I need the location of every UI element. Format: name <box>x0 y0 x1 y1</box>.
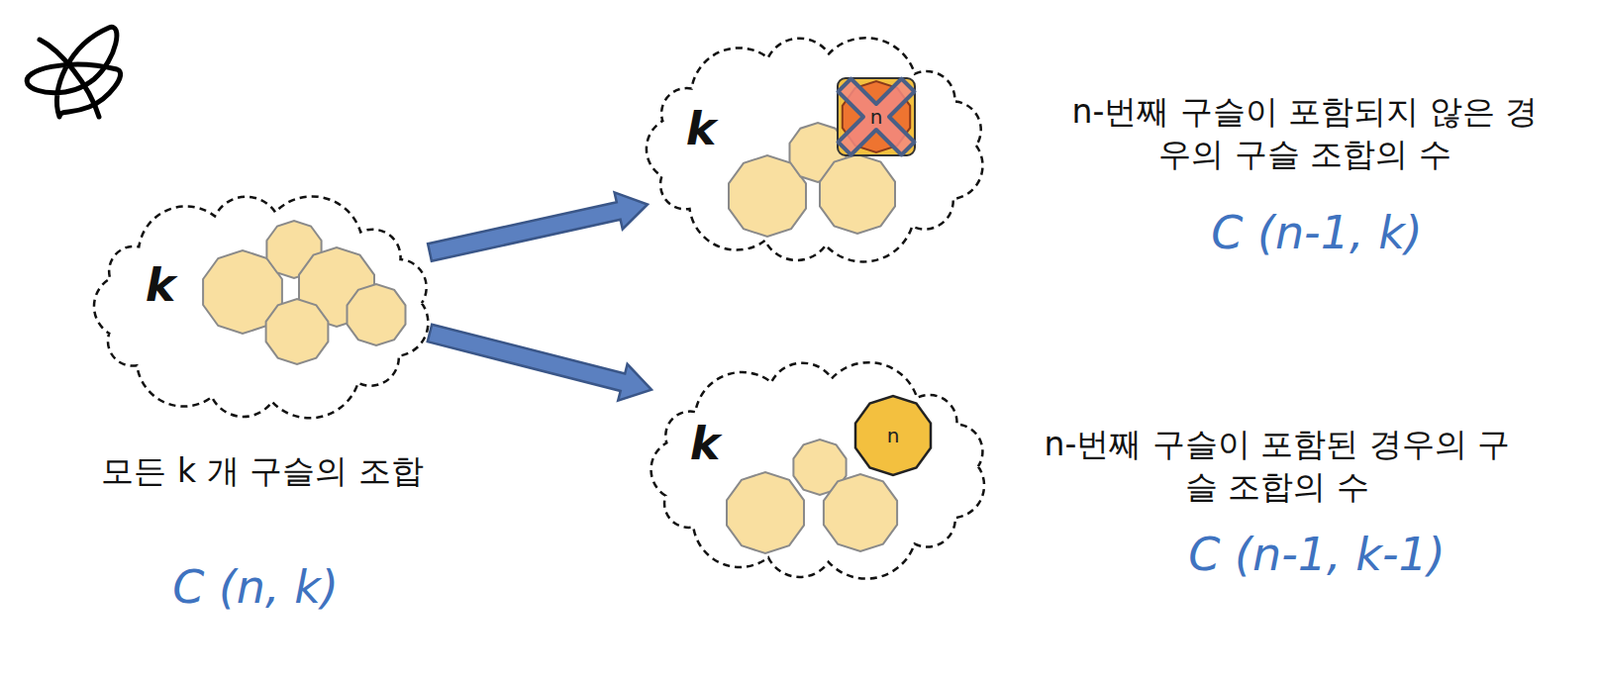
block-arrow <box>427 192 648 261</box>
set-size-label: k <box>686 105 717 152</box>
marble <box>726 472 804 554</box>
marble-node: n <box>834 75 918 159</box>
node-outline <box>89 198 436 416</box>
cloud-group: kn <box>645 364 993 577</box>
caption: n-번째 구슬이 포함되지 않은 경우의 구슬 조합의 수 <box>1057 91 1553 177</box>
marble-n <box>855 396 931 476</box>
marble <box>347 284 406 346</box>
cloud-outline <box>94 196 428 418</box>
formula: C (n-1, k) <box>1158 207 1476 259</box>
cloud-group: kn <box>641 39 991 260</box>
formula: C (n, k) <box>106 562 404 613</box>
caption: n-번째 구슬이 포함된 경우의 구슬 조합의 수 <box>1039 423 1515 509</box>
marble <box>266 299 329 365</box>
formula: C (n-1, k-1) <box>1138 529 1496 581</box>
marble <box>819 154 896 234</box>
cloud-outline <box>646 37 984 262</box>
cloud-group: k <box>89 198 436 416</box>
cross-mark <box>838 79 915 156</box>
marble-node: n <box>851 394 935 478</box>
marble-label: n <box>870 106 884 127</box>
marble <box>823 474 898 552</box>
marble-label: n <box>887 425 900 446</box>
set-size-label: k <box>145 262 177 308</box>
block-arrow <box>427 324 652 401</box>
marble-n <box>837 78 915 156</box>
caption: 모든 k 개 구슬의 조합 <box>34 450 491 494</box>
cloud-outline <box>651 362 985 579</box>
atom-icon <box>26 26 120 117</box>
set-size-label: k <box>690 420 721 467</box>
node-outline <box>645 364 993 577</box>
